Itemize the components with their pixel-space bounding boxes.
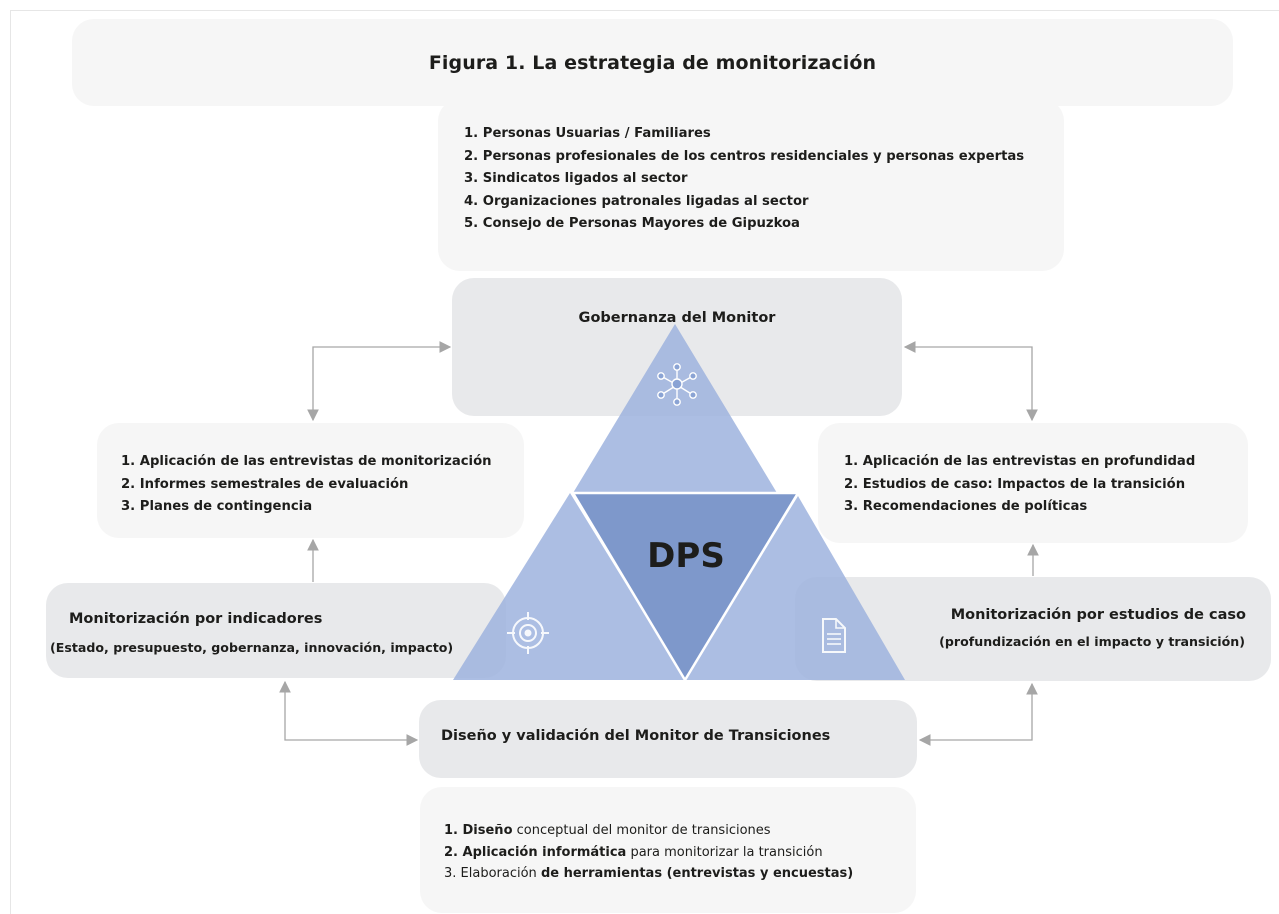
triangle-right — [685, 496, 905, 680]
indicators-subtitle: (Estado, presupuesto, gobernanza, innova… — [50, 640, 454, 655]
design-items-box: 1. Diseño conceptual del monitor de tran… — [420, 787, 916, 913]
stakeholder-item: 1. Personas Usuarias / Familiares — [464, 126, 711, 141]
design-item-text: conceptual del monitor de transiciones — [512, 823, 771, 838]
network-people-icon — [657, 363, 697, 406]
monitoring-outputs-box: 1. Aplicación de las entrevistas de moni… — [97, 423, 524, 538]
indicators-box — [46, 583, 506, 678]
dps-triangle — [453, 324, 905, 681]
diagram-frame — [10, 10, 1279, 914]
design-item: 3. Elaboración de herramientas (entrevis… — [444, 863, 916, 885]
monitoring-output-item: 2. Informes semestrales de evaluación — [121, 476, 409, 492]
design-item-text: para monitorizar la transición — [626, 844, 823, 860]
design-item-bold: 2. Aplicación informática — [444, 844, 627, 860]
target-icon — [507, 612, 549, 654]
stakeholders-box: 1. Personas Usuarias / Familiares 2. Per… — [438, 99, 1064, 271]
design-item-text: 3. Elaboración — [444, 866, 541, 881]
figure-title: Figura 1. La estrategia de monitorizació… — [72, 19, 1233, 106]
triangle-center — [573, 493, 798, 680]
monitoring-output-item: 3. Planes de contingencia — [121, 499, 313, 514]
case-outputs-box: 1. Aplicación de las entrevistas en prof… — [818, 423, 1248, 543]
design-label: Diseño y validación del Monitor de Trans… — [441, 728, 831, 744]
design-item-bold: de herramientas (entrevistas y encuestas… — [540, 866, 854, 881]
connector-arrows — [279, 341, 1039, 746]
case-output-item: 1. Aplicación de las entrevistas en prof… — [844, 454, 1196, 469]
design-box: Diseño y validación del Monitor de Trans… — [419, 700, 917, 778]
stakeholder-item: 2. Personas profesionales de los centros… — [464, 148, 1025, 164]
case-output-item: 2. Estudios de caso: Impactos de la tran… — [844, 476, 1186, 492]
center-label: DPS — [647, 536, 725, 576]
indicators-title: Monitorización por indicadores — [69, 611, 323, 627]
case-output-item: 3. Recomendaciones de políticas — [844, 499, 1088, 514]
arrow-governance-right — [903, 341, 1038, 422]
arrow-design-left — [279, 680, 419, 746]
design-item: 2. Aplicación informática para monitoriz… — [444, 842, 916, 864]
governance-label: Gobernanza del Monitor — [578, 310, 776, 326]
design-item: 1. Diseño conceptual del monitor de tran… — [444, 820, 916, 842]
arrow-design-right — [918, 682, 1038, 746]
stakeholder-item: 4. Organizaciones patronales ligadas al … — [464, 193, 809, 209]
design-item-bold: 1. Diseño — [444, 823, 513, 838]
arrow-governance-left — [307, 341, 452, 422]
stakeholder-item: 5. Consejo de Personas Mayores de Gipuzk… — [464, 216, 800, 231]
case-studies-title: Monitorización por estudios de caso — [950, 607, 1246, 623]
triangle-top — [573, 324, 777, 493]
stakeholder-item: 3. Sindicatos ligados al sector — [464, 171, 688, 186]
document-icon — [822, 618, 846, 653]
case-studies-subtitle: (profundización en el impacto y transici… — [939, 634, 1245, 649]
monitoring-output-item: 1. Aplicación de las entrevistas de moni… — [121, 454, 492, 469]
